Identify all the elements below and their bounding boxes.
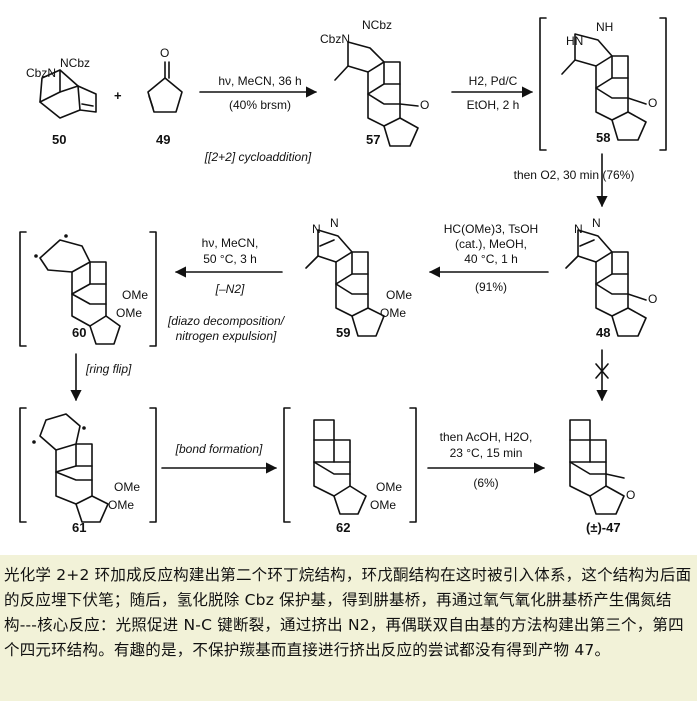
compound-label-58: 58 — [596, 130, 611, 145]
structure-48 — [565, 229, 647, 337]
step8-conditions: 23 °C, 15 min — [449, 446, 523, 460]
step2-conditions: EtOH, 2 h — [466, 98, 520, 112]
atom-o-49: O — [160, 46, 170, 60]
atom-ncbz-57: NCbz — [362, 18, 393, 32]
structure-47 — [569, 419, 625, 515]
bond-formation-note: [bond formation] — [175, 442, 263, 456]
compound-label-50: 50 — [52, 132, 67, 147]
atom-o-57: O — [420, 98, 430, 112]
step1-yield: (40% brsm) — [228, 98, 291, 112]
atom-n2-48: N — [592, 216, 601, 230]
step5-extrusion: [–N2] — [215, 282, 245, 296]
atom-nh-58: NH — [596, 20, 614, 34]
structure-62 — [313, 419, 367, 515]
atom-ome1-60: OMe — [122, 288, 149, 302]
bracket-58 — [539, 17, 667, 151]
structure-61 — [39, 413, 109, 523]
step4-reagents: HC(OMe)3, TsOH — [443, 222, 539, 236]
atom-ome2-59: OMe — [380, 306, 407, 320]
structure-58 — [561, 33, 647, 141]
compound-label-47: (±)-47 — [586, 520, 621, 535]
atom-ome1-62: OMe — [376, 480, 403, 494]
step1-conditions: hν, MeCN, 36 h — [218, 74, 302, 88]
atom-ncbz-50: NCbz — [60, 56, 91, 70]
atom-n1-48: N — [574, 222, 583, 236]
reaction-scheme-drawing — [19, 17, 667, 523]
atom-cbzn-57: CbzN — [320, 32, 351, 46]
compound-label-59: 59 — [336, 325, 351, 340]
compound-label-61: 61 — [72, 520, 87, 535]
atom-n1-59: N — [312, 222, 321, 236]
compound-label-60: 60 — [72, 325, 87, 340]
structure-60 — [39, 239, 121, 345]
structure-49 — [147, 61, 183, 113]
structure-59 — [305, 229, 385, 337]
compound-label-57: 57 — [366, 132, 381, 147]
structure-50 — [39, 69, 97, 119]
step1-note: [[2+2] cycloaddition] — [204, 150, 312, 164]
atom-cbzn-50: CbzN — [26, 66, 57, 80]
atom-ome1-59: OMe — [386, 288, 413, 302]
bracket-62 — [283, 407, 417, 523]
step2-reagents: H2, Pd/C — [468, 74, 518, 88]
step5-note-line1: [diazo decomposition/ — [167, 314, 285, 328]
atom-ome2-62: OMe — [370, 498, 397, 512]
arrow-failed — [595, 349, 609, 402]
atom-n2-59: N — [330, 216, 339, 230]
step8-yield: (6%) — [473, 476, 499, 490]
description-text: 光化学 2+2 环加成反应构建出第二个环丁烷结构，环戊酮结构在这时被引入体系，这… — [4, 566, 692, 659]
ring-flip-note: [ring flip] — [86, 362, 132, 376]
step5-note-line2: nitrogen expulsion] — [175, 329, 277, 343]
atom-ome2-60: OMe — [116, 306, 143, 320]
atom-o-47: O — [626, 488, 636, 502]
step4-conditions: 40 °C, 1 h — [464, 252, 518, 266]
reaction-scheme-panel: 50 49 57 58 48 59 60 61 62 (±)-47 CbzN N… — [0, 0, 697, 555]
atom-hn-58: HN — [566, 34, 584, 48]
radical-dots — [32, 234, 86, 444]
structure-57 — [334, 41, 419, 147]
step4-catalyst: (cat.), MeOH, — [454, 237, 527, 251]
compound-label-48: 48 — [596, 325, 611, 340]
atom-o-48: O — [648, 292, 658, 306]
step8-reagents: then AcOH, H2O, — [439, 430, 533, 444]
bracket-61 — [19, 407, 157, 523]
plus-sign: + — [114, 88, 122, 103]
atom-ome1-61: OMe — [114, 480, 141, 494]
step5-reagents: hν, MeCN, — [201, 236, 259, 250]
step4-yield: (91%) — [474, 280, 507, 294]
step3-conditions: then O2, 30 min (76%) — [513, 168, 635, 182]
compound-label-62: 62 — [336, 520, 351, 535]
atom-o-58: O — [648, 96, 658, 110]
atom-ome2-61: OMe — [108, 498, 135, 512]
compound-label-49: 49 — [156, 132, 171, 147]
bracket-60 — [19, 231, 157, 347]
step5-conditions: 50 °C, 3 h — [203, 252, 257, 266]
